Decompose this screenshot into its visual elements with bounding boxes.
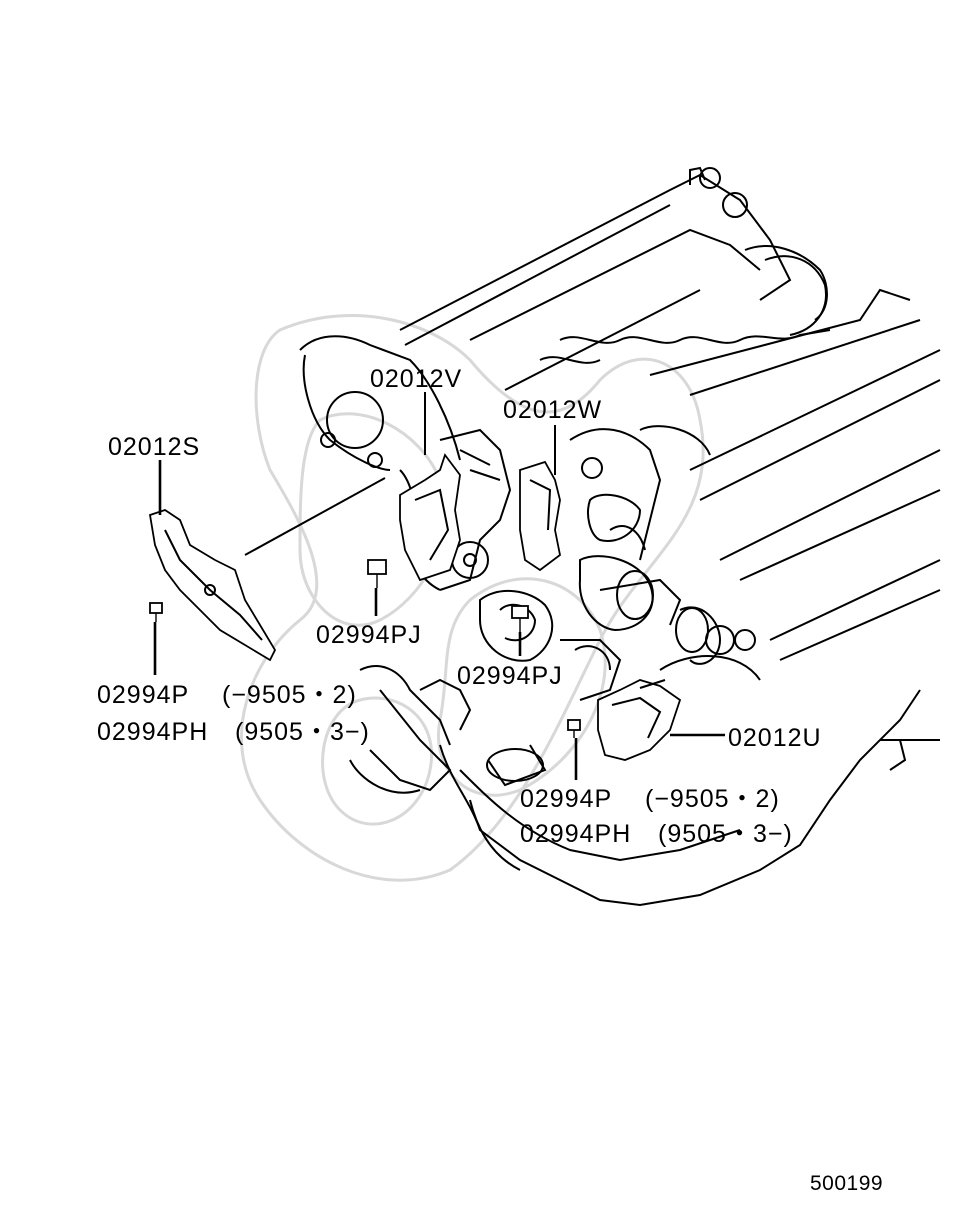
callout-02994ph-right: 02994PH: [520, 820, 631, 848]
watermark-emblem: [239, 314, 705, 882]
callout-02994ph-left-range: (9505・3−): [235, 718, 370, 746]
callout-02994ph-left: 02994PH: [97, 718, 208, 746]
callout-02012v: 02012V: [370, 365, 462, 393]
callout-labels: 02012S 02012V 02012W 02012U 02994PJ 0299…: [97, 365, 883, 1195]
callout-02994ph-right-range: (9505・3−): [658, 820, 793, 848]
callout-02012s: 02012S: [108, 433, 200, 461]
callout-02994pj-center: 02994PJ: [457, 662, 563, 690]
callout-02994p-left-range: (−9505・2): [222, 681, 357, 709]
callout-02012w: 02012W: [503, 396, 602, 424]
callout-02994p-right: 02994P: [520, 785, 612, 813]
bolt-icon: [149, 559, 581, 738]
callout-02012u: 02012U: [728, 724, 822, 752]
leader-lines: [153, 392, 725, 780]
callout-02994p-left: 02994P: [97, 681, 189, 709]
engine-block-illustration: [149, 166, 941, 907]
cover-02012s-part: [148, 509, 277, 662]
diagram-reference-code: 500199: [810, 1172, 883, 1195]
callout-02994p-right-range: (−9505・2): [645, 785, 780, 813]
callout-02994pj-left: 02994PJ: [316, 621, 422, 649]
